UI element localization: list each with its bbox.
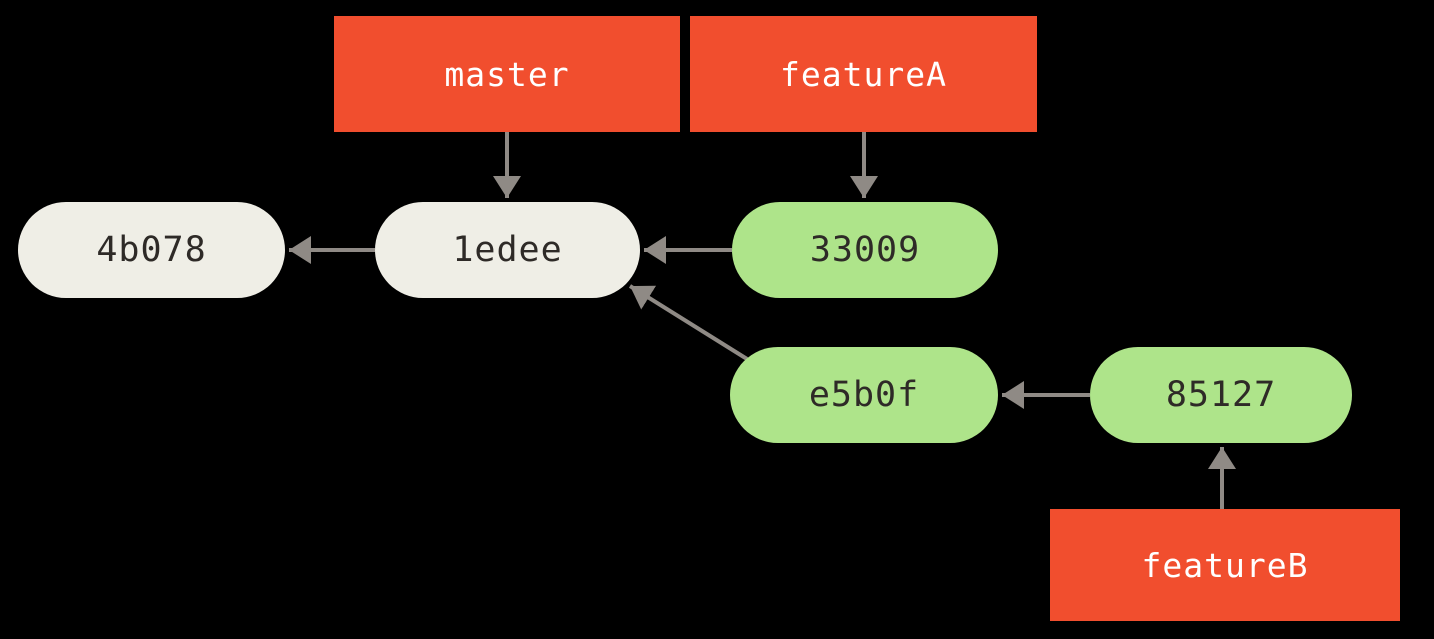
branch-label-featureA: featureA	[690, 16, 1037, 132]
commit-node-85127: 85127	[1090, 347, 1352, 443]
branch-label-master: master	[334, 16, 680, 132]
commit-node-4b078: 4b078	[18, 202, 285, 298]
commit-node-1edee: 1edee	[375, 202, 640, 298]
branch-label-featureB: featureB	[1050, 509, 1400, 621]
commit-node-33009: 33009	[732, 202, 998, 298]
commit-node-e5b0f: e5b0f	[730, 347, 998, 443]
arrow-e5b0f-to-1edee-icon	[628, 284, 749, 361]
